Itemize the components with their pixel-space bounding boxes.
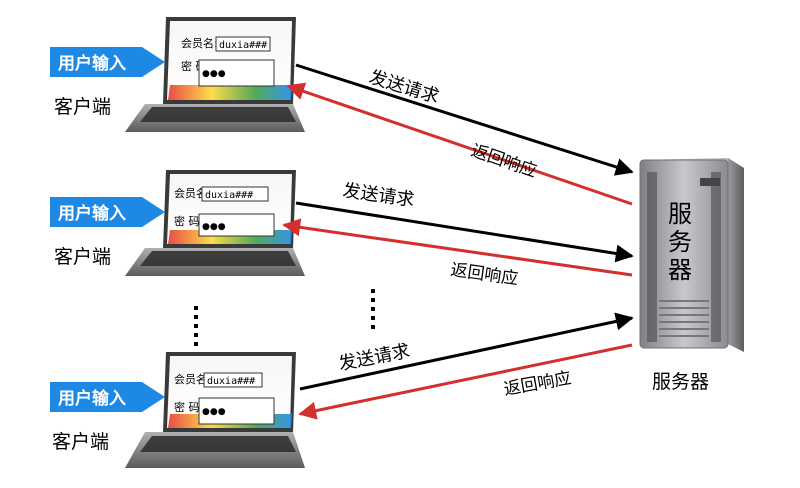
password-field[interactable]	[198, 59, 275, 87]
user-input-badge	[50, 197, 165, 227]
response-label: 返回响应	[449, 260, 519, 289]
username-value: duxia###	[207, 376, 255, 387]
username-value: duxia###	[205, 190, 253, 201]
password-label: 密 码:	[174, 400, 203, 414]
username-field[interactable]	[201, 186, 269, 202]
request-label: 发送请求	[341, 180, 415, 211]
password-value: ●●●	[202, 222, 226, 232]
ellipsis-dots-left	[194, 306, 198, 346]
username-field[interactable]	[203, 372, 263, 388]
response-label: 返回响应	[468, 141, 539, 182]
user-input-badge-text: 用户输入	[58, 203, 126, 224]
response-arrow-2	[282, 218, 633, 277]
user-input-badge-text: 用户输入	[58, 53, 126, 74]
client-2: 会员名: duxia### 密 码: ●●● 用户输入 客户端	[50, 170, 305, 276]
ellipsis-dots-middle	[371, 289, 375, 329]
client-label: 客户端	[54, 246, 111, 268]
response-arrow-1	[286, 82, 633, 206]
request-arrow-2	[295, 201, 634, 263]
user-input-badge	[50, 382, 165, 412]
password-field[interactable]	[198, 213, 275, 237]
username-field[interactable]	[215, 36, 271, 52]
client-label: 客户端	[54, 96, 111, 118]
user-input-badge-text: 用户输入	[58, 388, 126, 409]
username-value: duxia###	[219, 40, 267, 51]
server-box-char-1: 服	[668, 200, 692, 228]
request-arrow-1	[295, 63, 634, 176]
server-icon	[639, 158, 744, 352]
request-label: 发送请求	[367, 67, 442, 108]
user-input-badge	[50, 47, 165, 77]
client-3: 会员名: duxia### 密 码: ●●● 用户输入 客户端	[50, 352, 305, 468]
client-label: 客户端	[52, 431, 109, 453]
server-box-char-2: 务	[668, 228, 692, 256]
server-box-char-3: 器	[668, 256, 692, 284]
password-field[interactable]	[198, 397, 275, 425]
password-value: ●●●	[202, 407, 226, 417]
response-label: 返回响应	[502, 368, 572, 400]
request-label: 发送请求	[337, 341, 412, 375]
response-arrow-3	[298, 343, 633, 420]
password-label: 密 码:	[174, 214, 203, 228]
username-label: 会员名:	[174, 372, 211, 386]
server-caption: 服务器	[652, 371, 709, 393]
username-label: 会员名:	[181, 36, 218, 50]
request-arrow-3	[299, 312, 634, 391]
client-1: 会员名: duxia### 密 码: ●●● 用户输入 客户端	[50, 17, 305, 132]
password-value: ●●●	[202, 69, 226, 79]
